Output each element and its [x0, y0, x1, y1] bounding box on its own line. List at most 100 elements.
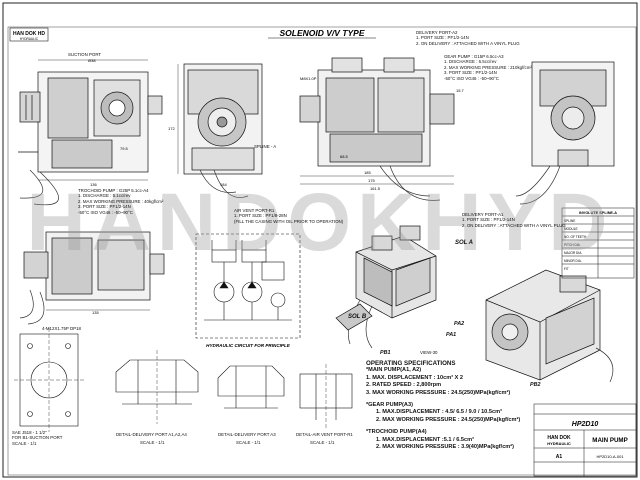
callout-delivery-a2: DELIVERY PORT-A2 1. PORT SIZE : PF1/2-14… [416, 30, 520, 46]
suction-port-label: SUCTION PORT [68, 52, 102, 57]
dim-label: 185 [364, 170, 371, 175]
spline-row: FIT [564, 267, 569, 271]
label-sol-a: SOL A [455, 240, 474, 246]
spec-trochoid-heading: *TROCHOID PUMP(A4) [366, 429, 427, 436]
company-name-2: HYDRAULIC [547, 441, 571, 446]
caption-line: SAE J518 - 1 1/2" [12, 430, 47, 435]
label-pa2: PA2 [454, 321, 465, 327]
view-main-side [299, 57, 455, 201]
callout-line: AIR VENT PORT-R1 [234, 208, 275, 213]
callout-line: 2. ON DELIVERY : ATTACHED WITH A VINYL P… [462, 222, 566, 228]
spec-gear-heading: *GEAR PUMP(A3) [366, 402, 413, 409]
spline-row: MODULE [564, 227, 578, 231]
circuit-title: HYDRAULIC CIRCUIT FOR PRINCIPLE [206, 343, 291, 348]
main-title: SOLENOID V/V TYPE [279, 28, 364, 38]
view-front [177, 63, 263, 198]
spline-row: PITCH DIA. [564, 243, 581, 247]
view-side-left [18, 59, 163, 206]
detail-sae-flange [14, 328, 84, 432]
caption-air-scale: SCALE - 1/1 [310, 440, 335, 445]
spline-row: NO. OF TEETH [564, 235, 587, 239]
caption-air: DETAIL-AIR VENT PORT-R1 [296, 432, 353, 437]
label-view: VIEW-30 [420, 350, 438, 355]
dim-label: 68.5 [340, 154, 349, 159]
spline-table-title: INVOLUTE SPLINE-A [579, 211, 617, 215]
callout-line: 1. PORT SIZE : PF1/8-28N [234, 213, 287, 219]
dim-label: 79.5 [120, 146, 129, 151]
label-spline: SPLINE - A [254, 144, 277, 149]
dim-label: 175 [368, 178, 375, 183]
dim-label: 15.7 [456, 88, 465, 93]
dim-label: 135 [92, 310, 99, 315]
callout-line: 2. MAX WORKING PRESSURE : 210kgf/cm² [444, 64, 532, 70]
dim-label: Ø38 [88, 58, 96, 63]
caption-sae: SAE J518 - 1 1/2" FOR B1-SUCTION PORT SC… [12, 430, 62, 446]
caption-delivery: DETAIL-DELIVERY PORT A1,A2,A4 [116, 432, 187, 437]
callout-line: 1. DISCHARGE : 6.5cc/rev [444, 59, 497, 65]
callout-line: TROCHOID PUMP : G25P 5.1cc-A4 [78, 188, 149, 193]
caption-line: FOR B1-SUCTION PORT [12, 435, 63, 441]
callout-line: 3. PORT SIZE : PF1/2-14N [444, 70, 497, 76]
spec-item: 1. MAX. DISPLACEMENT : 10cm³ X 2 [366, 374, 463, 381]
spec-item: 1. MAX.DISPLACEMENT :5.1 / 6.5cm³ [376, 436, 474, 443]
dim-label: 161.5 [370, 186, 381, 191]
dim-label: M8X1.0P [300, 76, 317, 81]
spec-main-heading: *MAIN PUMP(A1, A2) [366, 367, 422, 374]
callout-trochoid: TROCHOID PUMP : G25P 5.1cc-A4 1. DISCHAR… [78, 188, 163, 215]
callout-line: GEAR PUMP : G15P 6.5cc-A3 [444, 54, 504, 59]
callout-air-vent: AIR VENT PORT-R1 1. PORT SIZE : PF1/8-28… [234, 208, 343, 224]
company-logo: HAN DOK HD HYDRAULIC [9, 27, 49, 42]
callout-line: 1. PORT SIZE : PF1/2-14N [416, 35, 469, 41]
operating-specifications: OPERATING SPECIFICATIONS *MAIN PUMP(A1, … [366, 360, 534, 451]
spec-item: 2. RATED SPEED : 2,800rpm [366, 382, 442, 389]
callout-line: (FILL THE CASING WITH OIL PRIOR TO OPERA… [234, 218, 344, 224]
spline-row: MINOR DIA. [564, 259, 582, 263]
dim-label: 184 [220, 182, 227, 187]
callout-line: -50°C ISO VG46 : -50~90°C [78, 209, 133, 215]
caption-thread: 4-M12X1.75P DP18 [42, 326, 81, 331]
spec-item: 2. MAX WORKING PRESSURE : 24.5(250)MPa(k… [376, 416, 521, 423]
view-bottom-left [19, 231, 165, 325]
hydraulic-circuit [195, 233, 301, 339]
callout-delivery-a1: DELIVERY PORT-A1 1. PORT SIZE : PF1/2-14… [462, 212, 566, 228]
logo-text: HAN DOK HD [13, 31, 45, 37]
company-name: HAN DOK [547, 435, 571, 441]
spline-table [561, 207, 635, 279]
callout-line: 2. ON DELIVERY : ATTACHED WITH A VINYL P… [416, 40, 520, 46]
label-pa1: PA1 [446, 332, 457, 338]
callout-line: DELIVERY PORT-A1 [462, 212, 504, 217]
callout-line: 2. MAX WORKING PRESSURE : 40kgf/cm² [78, 198, 164, 204]
caption-scale: SCALE - 1/1 [12, 440, 37, 446]
label-pb2: PB2 [530, 382, 541, 388]
spec-item: 3. MAX WORKING PRESSURE : 24.5(250)MPa(k… [366, 389, 511, 396]
sheet-size: A1 [556, 454, 563, 460]
spec-title: OPERATING SPECIFICATIONS [366, 360, 456, 367]
detail-air-vent [299, 364, 353, 428]
spline-row: MAJOR DIA. [564, 251, 582, 255]
callout-line: DELIVERY PORT-A2 [416, 30, 458, 35]
label-pb1: PB1 [380, 350, 391, 356]
spline-row: SPLINE [564, 219, 575, 223]
caption-delivery-scale: SCALE - 1/1 [140, 440, 165, 445]
drawing-number: HP2D10-A-001 [596, 454, 624, 459]
spec-item: 2. MAX WORKING PRESSURE : 3.9(40)MPa(kgf… [376, 444, 515, 451]
callout-gear-pump: GEAR PUMP : G15P 6.5cc-A3 1. DISCHARGE :… [444, 54, 532, 81]
dim-label: 172 [168, 126, 175, 131]
iso-view-lower [485, 269, 614, 383]
caption-a3-scale: SCALE - 1/1 [236, 440, 261, 445]
detail-port-a3 [217, 365, 285, 409]
spec-item: 1. MAX.DISPLACEMENT : 4.5/ 6.5 / 9.0 / 1… [376, 409, 502, 416]
model-number: HP2D10 [572, 421, 599, 428]
logo-sub: HYDRAULIC [20, 37, 39, 41]
iso-view-upper [335, 225, 437, 349]
view-right-end [515, 61, 615, 205]
detail-delivery-port [115, 350, 199, 424]
callout-line: -50°C ISO VG46 : -50~90°C [444, 75, 499, 81]
label-sol-b: SOL B [348, 314, 367, 320]
callout-line: 1. DISCHARGE : 5.1cc/rev [78, 193, 131, 199]
title-block [533, 403, 637, 477]
callout-line: 1. PORT SIZE : PF1/2-14N [462, 217, 515, 223]
dim-label: 136 [90, 182, 97, 187]
callout-line: 3. PORT SIZE : PF1/2-14N [78, 204, 131, 210]
